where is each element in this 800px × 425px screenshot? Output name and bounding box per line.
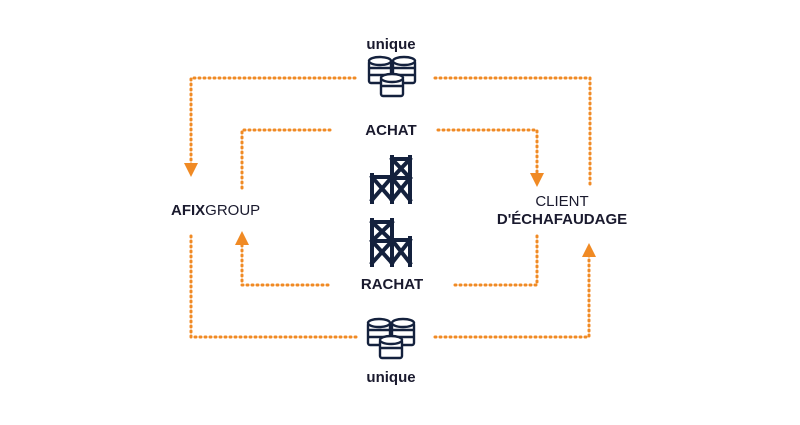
scaffolding-icon [369,155,413,204]
top-unique-label: unique [366,36,416,53]
arrow-rachat-to-afix [235,231,330,287]
client-label-line2: D'ÉCHAFAUDAGE [496,211,628,228]
arrow-unique-to-afix [184,76,357,177]
afixgroup-label: AFIXGROUP [171,202,260,219]
line-unique-to-client [433,76,592,190]
rachat-label: RACHAT [360,276,424,293]
line-achat-left [240,128,332,192]
coin-stack-icon [367,55,417,98]
coin-stack-icon [366,317,416,360]
afix-bold-text: AFIX [171,202,206,219]
arrow-achat-to-client [436,128,544,187]
achat-label: ACHAT [365,122,417,139]
afix-group-text: GROUP [205,202,261,219]
client-label-line1: CLIENT [535,193,589,210]
line-afix-to-unique [189,234,358,339]
arrow-unique-to-client [433,243,596,339]
line-client-to-rachat [453,234,539,287]
scaffolding-icon [369,218,413,267]
bottom-unique-label: unique [366,369,416,386]
